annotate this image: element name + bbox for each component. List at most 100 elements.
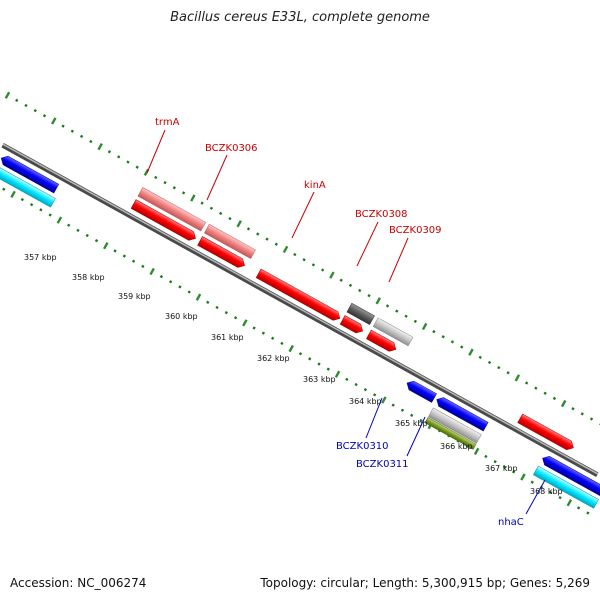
label-kinA: kinA xyxy=(304,180,326,191)
inner-ruler-tick xyxy=(224,310,228,315)
ruler-label: 363 kbp xyxy=(303,375,336,384)
outer-ruler-tick xyxy=(219,211,223,216)
outer-ruler-tick xyxy=(339,278,343,282)
ruler-label: 361 kbp xyxy=(211,333,244,342)
inner-ruler-tick xyxy=(354,382,358,387)
outer-ruler-tick xyxy=(42,114,47,118)
outer-ruler-tick xyxy=(70,129,74,133)
outer-ruler-tick xyxy=(51,117,57,125)
outer-ruler-tick xyxy=(478,355,482,359)
gene-BCZK0306 xyxy=(204,223,256,260)
inner-ruler-tick xyxy=(391,403,395,407)
inner-ruler-tick xyxy=(473,447,480,455)
outer-ruler-tick xyxy=(441,335,445,339)
outer-ruler-tick xyxy=(311,263,316,267)
gene-BCZK0311 xyxy=(424,417,477,450)
outer-ruler-tick xyxy=(395,309,399,313)
outer-ruler-tick xyxy=(265,237,269,241)
outer-ruler-tick xyxy=(79,134,84,138)
inner-ruler-tick xyxy=(159,274,164,279)
outer-ruler-tick xyxy=(571,407,575,411)
genome-backbone xyxy=(1,142,599,478)
inner-ruler-tick xyxy=(131,259,136,263)
inner-ruler-tick xyxy=(373,393,377,397)
inner-ruler-tick xyxy=(149,267,155,276)
outer-ruler-tick xyxy=(274,242,278,246)
forward-genes xyxy=(130,187,574,451)
outer-ruler-tick xyxy=(421,322,428,331)
outer-ruler-tick xyxy=(514,374,521,382)
outer-ruler-tick xyxy=(329,271,335,279)
ruler-label: 365 kbp xyxy=(395,419,428,428)
outer-ruler-tick xyxy=(468,348,474,356)
outer-ruler-tick xyxy=(228,216,232,221)
gene-forward-a xyxy=(130,199,196,241)
outer-ruler-tick xyxy=(181,191,186,195)
accession-text: Accession: NC_006274 xyxy=(10,576,147,590)
outer-ruler-tick xyxy=(543,391,547,395)
outer-ruler-tick xyxy=(4,91,11,99)
ruler-label: 358 kbp xyxy=(72,273,105,282)
label-leaders xyxy=(146,129,546,515)
ruler-label: 364 kbp xyxy=(349,397,382,406)
gene-BCZK0310 xyxy=(406,380,437,403)
gene-nhaC xyxy=(542,455,600,497)
inner-ruler-tick xyxy=(512,470,516,474)
gene-forward-c xyxy=(339,315,363,334)
label-BCZK0310: BCZK0310 xyxy=(336,441,389,452)
inner-ruler-tick xyxy=(288,344,294,353)
inner-ruler-tick xyxy=(103,242,109,250)
inner-ruler-tick xyxy=(308,357,312,361)
label-BCZK0308: BCZK0308 xyxy=(355,209,408,220)
inner-ruler-tick xyxy=(113,249,117,253)
outer-ruler-tick xyxy=(450,340,455,344)
inner-ruler-tick xyxy=(400,408,405,412)
inner-ruler-tick xyxy=(122,254,126,258)
outer-ruler-tick xyxy=(497,365,501,370)
inner-ruler-tick xyxy=(493,459,497,464)
outer-ruler-tick xyxy=(404,314,408,318)
outer-ruler-tick xyxy=(524,381,529,385)
outer-ruler-tick xyxy=(460,345,464,349)
inner-ruler-tick xyxy=(10,190,16,199)
ruler-label: 362 kbp xyxy=(257,354,290,363)
gene-reverse-mid xyxy=(436,397,489,432)
ruler-label: 359 kbp xyxy=(118,292,151,301)
label-BCZK0306: BCZK0306 xyxy=(205,143,258,154)
outer-ruler-tick xyxy=(107,150,112,154)
outer-ruler-tick xyxy=(293,252,297,257)
inner-ruler-tick xyxy=(2,187,6,191)
outer-ruler-tick xyxy=(256,232,260,236)
inner-ruler-tick xyxy=(363,388,367,392)
ruler-label: 360 kbp xyxy=(165,312,198,321)
outer-ruler-tick xyxy=(385,304,390,308)
label-BCZK0309: BCZK0309 xyxy=(389,225,442,236)
label-nhaC: nhaC xyxy=(498,517,524,528)
inner-ruler-tick xyxy=(85,233,89,238)
genome-stats-text: Topology: circular; Length: 5,300,915 bp… xyxy=(260,576,590,590)
inner-ruler-tick xyxy=(326,367,330,371)
outer-ruler xyxy=(4,91,600,426)
outer-ruler-tick xyxy=(172,186,176,190)
outer-ruler-tick xyxy=(135,165,139,169)
inner-ruler-tick xyxy=(76,228,80,233)
outer-ruler-tick xyxy=(413,319,417,323)
outer-ruler-tick xyxy=(302,258,306,262)
gene-BCZK0308 xyxy=(346,302,375,325)
label-trmA: trmA xyxy=(155,117,180,128)
inner-ruler-tick xyxy=(586,511,590,515)
inner-ruler-tick xyxy=(94,239,99,243)
inner-ruler-tick xyxy=(484,454,488,459)
outer-ruler-tick xyxy=(33,109,37,113)
outer-ruler-tick xyxy=(487,360,492,365)
gene-forward-e xyxy=(517,413,574,451)
inner-ruler-tick xyxy=(242,319,248,327)
outer-ruler-tick xyxy=(580,412,584,416)
outer-ruler-tick xyxy=(246,227,251,231)
inner-ruler-tick xyxy=(280,341,284,346)
inner-ruler-tick xyxy=(178,285,182,289)
inner-ruler-tick xyxy=(67,223,71,227)
inner-ruler-tick xyxy=(345,377,349,382)
inner-ruler-tick xyxy=(549,490,553,495)
outer-ruler-tick xyxy=(432,329,436,334)
